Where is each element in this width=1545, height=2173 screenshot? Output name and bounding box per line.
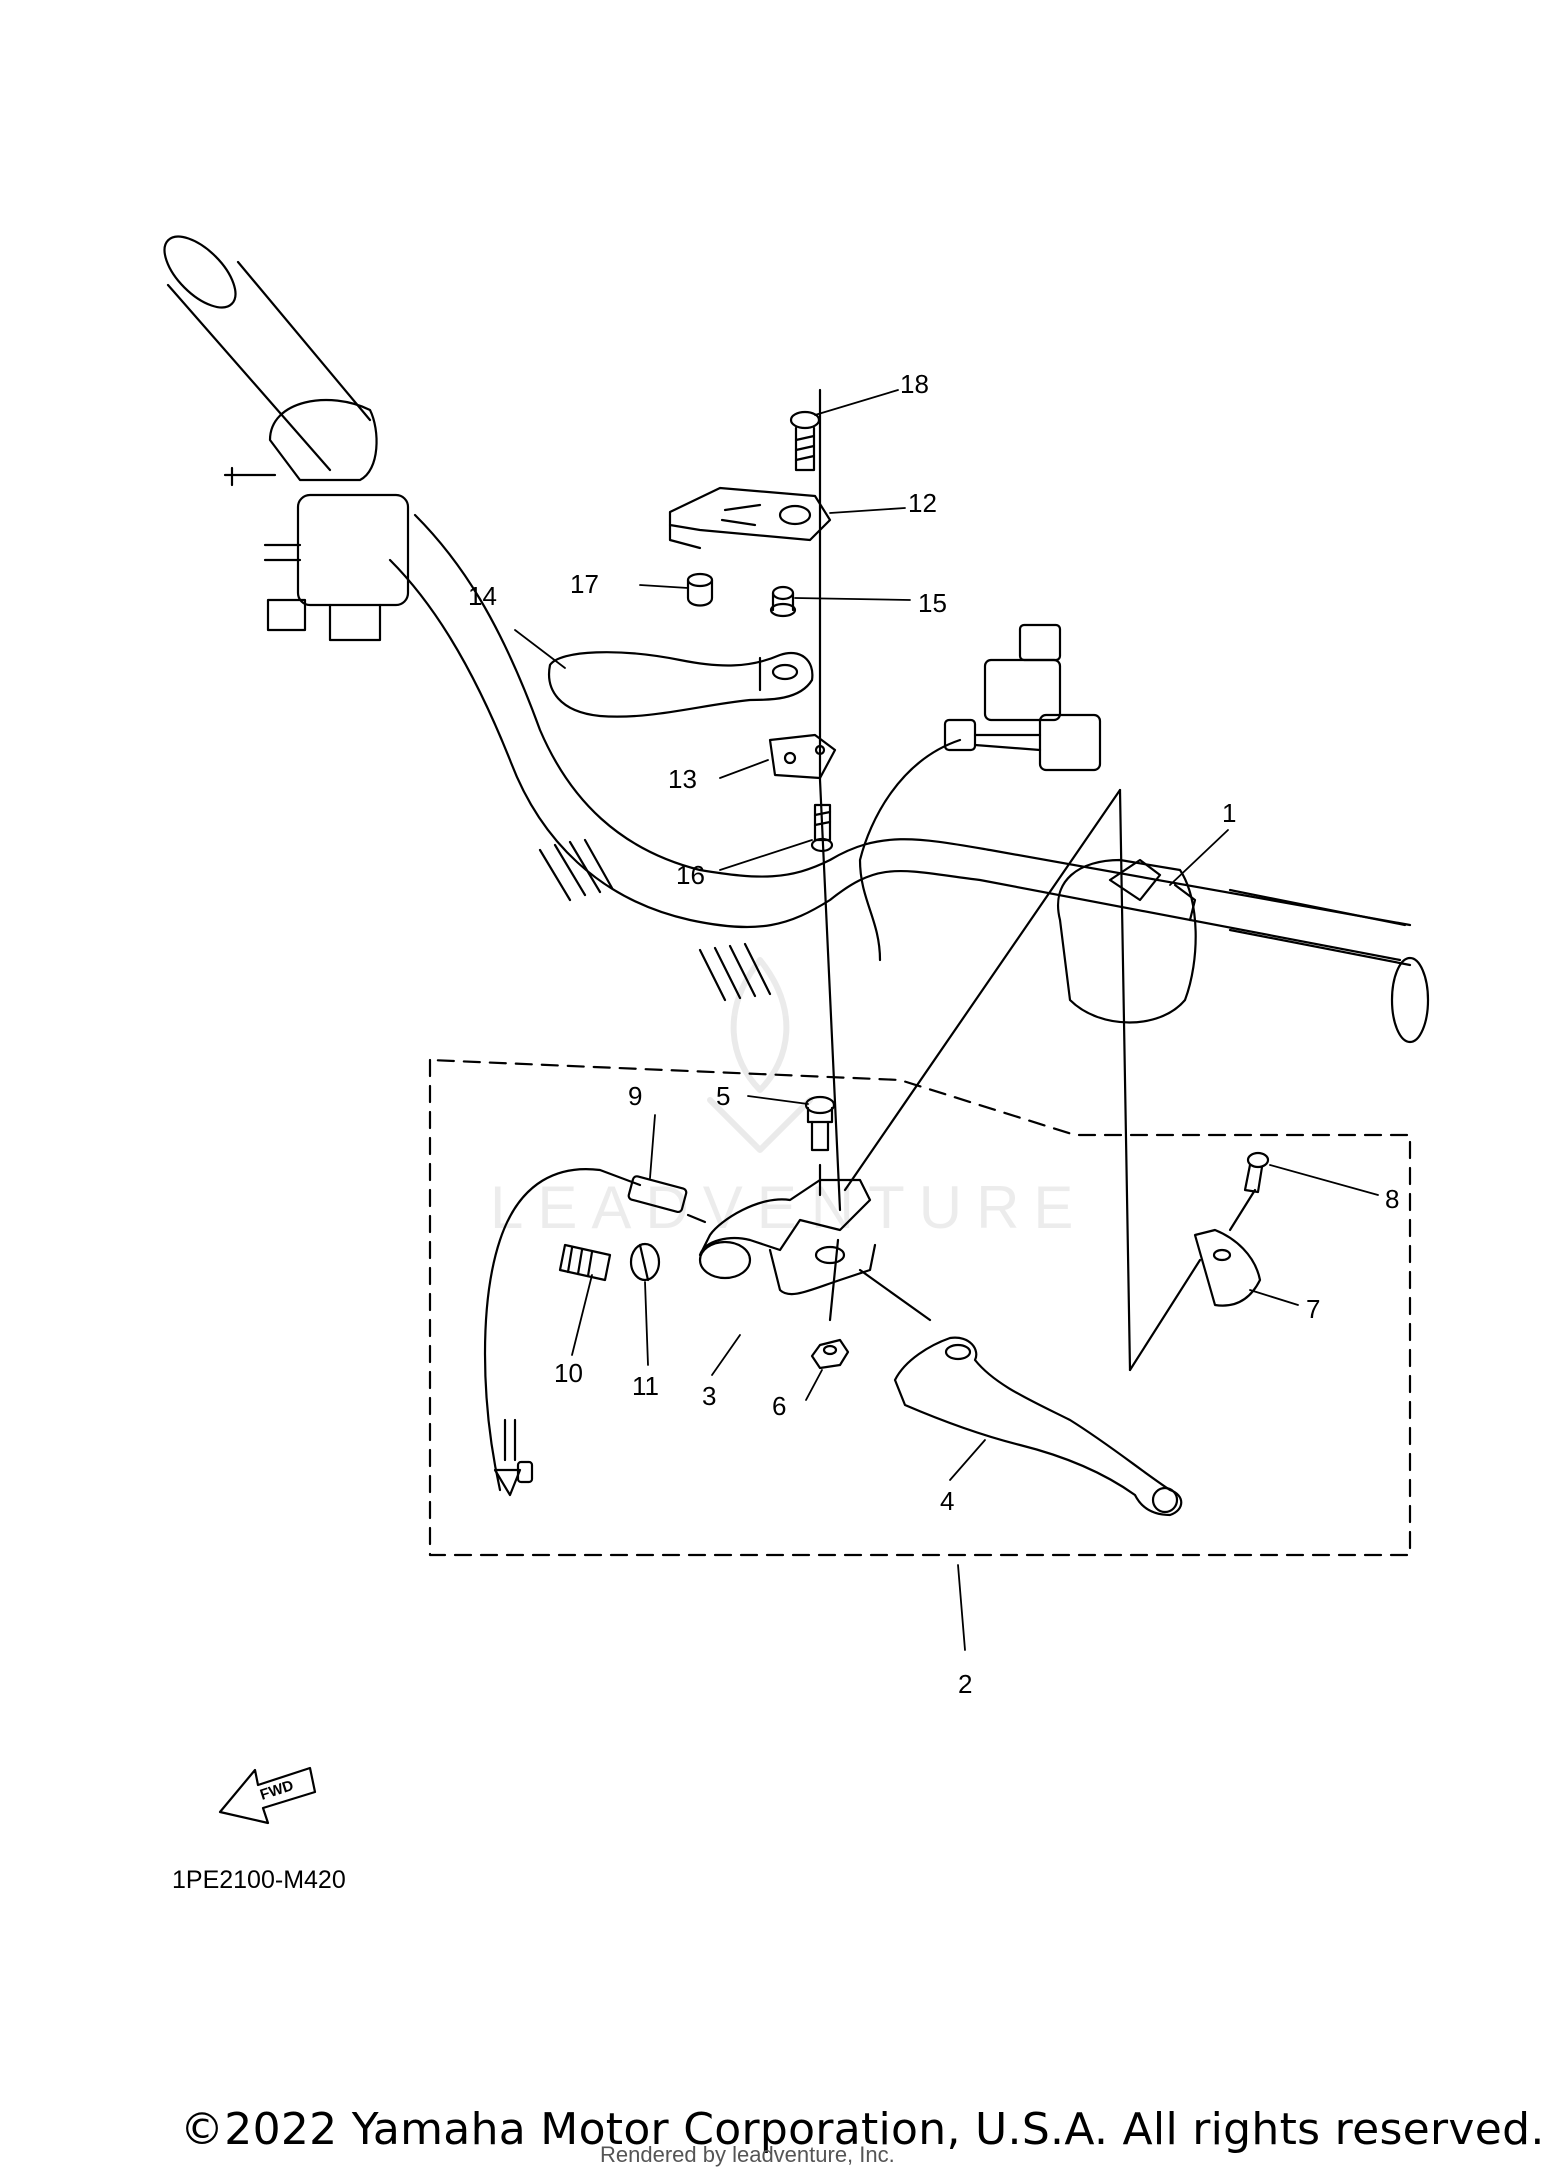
lever-holder-3 (698, 1178, 877, 1296)
callout-labels: 1 2 3 4 5 6 7 8 9 10 11 12 13 14 15 16 1… (258, 369, 1399, 1804)
cap-17 (686, 572, 714, 607)
assembly-axis-lines (818, 388, 1257, 1372)
callout-11: 11 (632, 1371, 659, 1401)
callout-8: 8 (1385, 1184, 1399, 1214)
bolt-5 (804, 1095, 836, 1152)
callout-15: 15 (918, 588, 947, 618)
watermark-logo (707, 957, 813, 1153)
watermark-text: LEADVENTURE (490, 1174, 1087, 1241)
callout-6: 6 (772, 1391, 786, 1421)
nut-6 (810, 1338, 850, 1370)
plate-13 (768, 733, 837, 780)
bolt-16 (810, 803, 834, 853)
callout-2: 2 (958, 1669, 972, 1699)
callout-17: 17 (570, 569, 599, 599)
rendered-by-note: Rendered by leadventure, Inc. (600, 2142, 895, 2167)
brake-lever-4 (893, 1336, 1183, 1517)
callout-4: 4 (940, 1486, 954, 1516)
drawing-code: 1PE2100-M420 (172, 1866, 346, 1894)
holder-7 (1193, 1228, 1262, 1307)
callout-9: 9 (628, 1081, 642, 1111)
callout-10: 10 (554, 1358, 583, 1388)
copyright-notice: ©2022 Yamaha Motor Corporation, U.S.A. A… (180, 2104, 1545, 2155)
callout-7: 7 (1306, 1294, 1320, 1324)
locknut-11 (629, 1242, 661, 1282)
handlebar (163, 235, 1430, 1044)
callout-13: 13 (668, 764, 697, 794)
callout-18: 18 (900, 369, 929, 399)
assembly-boundary (428, 1058, 1412, 1557)
lever-bracket (668, 486, 832, 550)
callout-14: 14 (468, 581, 497, 611)
left-brake-master-cylinder (223, 398, 410, 642)
callout-5: 5 (716, 1081, 730, 1111)
parking-lever-14 (548, 651, 814, 718)
handlebar-switch (858, 623, 1197, 1024)
callout-12: 12 (908, 488, 937, 518)
callout-3: 3 (702, 1381, 716, 1411)
callout-16: 16 (676, 860, 705, 890)
callout-1: 1 (1222, 798, 1236, 828)
cable-switch-9 (483, 1168, 707, 1497)
fwd-arrow-icon (218, 1766, 317, 1825)
parts-diagram: LEADVENTURE (163, 235, 1430, 1825)
bolt-18 (789, 410, 821, 472)
adjuster-10 (558, 1243, 612, 1282)
callout-leaders (514, 389, 1379, 1651)
screw-8 (1243, 1151, 1270, 1194)
collar-15 (769, 585, 797, 618)
